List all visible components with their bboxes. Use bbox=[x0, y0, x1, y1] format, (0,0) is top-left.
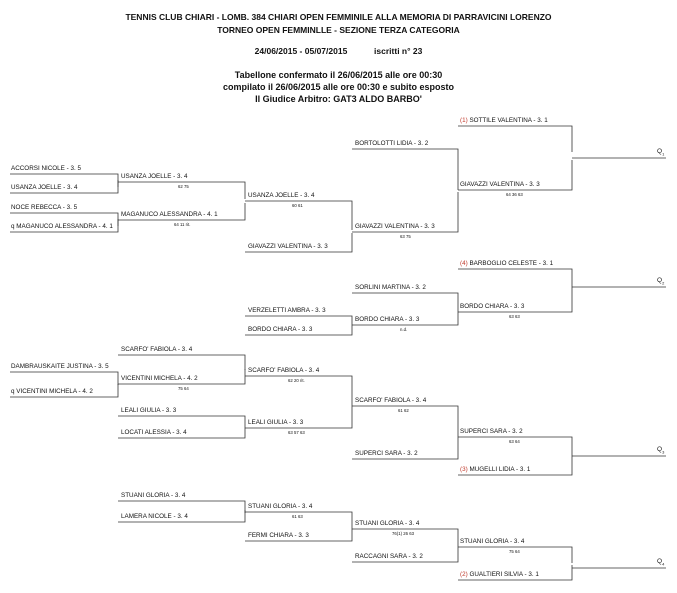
seed-badge: (1) bbox=[460, 117, 468, 124]
compilation-note: compilato il 26/06/2015 alle ore 00:30 e… bbox=[222, 82, 455, 92]
player-r4-2: GIAVAZZI VALENTINA - 3. 3 bbox=[460, 181, 540, 188]
score-r2-1: 60 61 bbox=[292, 203, 303, 208]
player-r1-6: LOCATI ALESSIA - 3. 4 bbox=[121, 429, 187, 436]
player-r2-3: VERZELETTI AMBRA - 3. 3 bbox=[248, 307, 326, 314]
entries-count: iscritti n° 23 bbox=[374, 46, 423, 56]
tournament-subtitle: TORNEO OPEN FEMMINLLE - SEZIONE TERZA CA… bbox=[217, 25, 460, 35]
player-r1-5: LEALI GIULIA - 3. 3 bbox=[121, 407, 177, 414]
player-name: SOTTILE VALENTINA - 3. 1 bbox=[469, 117, 548, 124]
player-name: GUALTIERI SILVIA - 3. 1 bbox=[469, 571, 539, 578]
player-r1-2: MAGANUCO ALESSANDRA - 4. 1 bbox=[121, 211, 218, 218]
player-r3-3: SORLINI MARTINA - 3. 2 bbox=[355, 284, 426, 291]
player-r1-1: USANZA JOELLE - 3. 4 bbox=[121, 173, 188, 180]
confirmation-note: Tabellone confermato il 26/06/2015 alle … bbox=[234, 70, 443, 80]
player-r0-6: q VICENTINI MICHELA - 4. 2 bbox=[11, 388, 93, 395]
qualifier-q1: Q1 bbox=[657, 148, 665, 157]
player-r1-7: STUANI GLORIA - 3. 4 bbox=[121, 492, 186, 499]
seed-badge: (3) bbox=[460, 466, 468, 473]
player-r2-6: LEALI GIULIA - 3. 3 bbox=[248, 419, 304, 426]
score-r3-2: 63 75 bbox=[400, 234, 411, 239]
score-r3-5: 61 62 bbox=[398, 408, 409, 413]
player-r4-4: BORDO CHIARA - 3. 3 bbox=[460, 303, 525, 310]
score-r2-7: 61 63 bbox=[292, 514, 303, 519]
player-r1-4: VICENTINI MICHELA - 4. 2 bbox=[121, 375, 198, 382]
player-r2-2: GIAVAZZI VALENTINA - 3. 3 bbox=[248, 243, 328, 250]
player-r2-1: USANZA JOELLE - 3. 4 bbox=[248, 192, 315, 199]
score-r3-4: n.d. bbox=[400, 327, 408, 332]
player-r0-4: q MAGANUCO ALESSANDRA - 4. 1 bbox=[11, 223, 113, 230]
score-r4-2: 64 36 63 bbox=[506, 192, 523, 197]
tournament-dates: 24/06/2015 - 05/07/2015 bbox=[254, 46, 348, 56]
qualifier-q3: Q3 bbox=[657, 446, 665, 455]
player-r3-7: STUANI GLORIA - 3. 4 bbox=[355, 520, 420, 527]
player-r4-1: (1) SOTTILE VALENTINA - 3. 1 bbox=[460, 117, 548, 125]
player-r0-3: NOCE REBECCA - 3. 5 bbox=[11, 204, 78, 211]
player-r2-4: BORDO CHIARA - 3. 3 bbox=[248, 326, 313, 333]
player-r2-5: SCARFO' FABIOLA - 3. 4 bbox=[248, 367, 320, 374]
player-r0-5: DAMBRAUSKAITE JUSTINA - 3. 5 bbox=[11, 363, 109, 370]
player-r1-8: LAMERA NICOLE - 3. 4 bbox=[121, 513, 188, 520]
player-r4-7: STUANI GLORIA - 3. 4 bbox=[460, 538, 525, 545]
qualifier-q2: Q2 bbox=[657, 277, 665, 286]
player-r3-1: BORTOLOTTI LIDIA - 3. 2 bbox=[355, 140, 429, 147]
score-r4-4: 63 63 bbox=[509, 314, 520, 319]
score-r4-7: 75 64 bbox=[509, 549, 520, 554]
player-name: BARBOGLIO CELESTE - 3. 1 bbox=[469, 260, 554, 267]
score-r1-4: 75 64 bbox=[178, 386, 189, 391]
dates-line: 24/06/2015 - 05/07/2015 iscritti n° 23 bbox=[0, 46, 677, 56]
player-r3-4: BORDO CHIARA - 3. 3 bbox=[355, 316, 420, 323]
player-r0-2: USANZA JOELLE - 3. 4 bbox=[11, 184, 78, 191]
player-r4-8: (2) GUALTIERI SILVIA - 3. 1 bbox=[460, 571, 539, 579]
score-r1-2: 64 11 rit. bbox=[174, 222, 191, 227]
player-r2-7: STUANI GLORIA - 3. 4 bbox=[248, 503, 313, 510]
player-r0-1: ACCORSI NICOLE - 3. 5 bbox=[11, 165, 81, 172]
seed-badge: (2) bbox=[460, 571, 468, 578]
player-name: MUGELLI LIDIA - 3. 1 bbox=[469, 466, 531, 473]
score-r2-6: 63 57 63 bbox=[288, 430, 305, 435]
player-r4-5: SUPERCI SARA - 3. 2 bbox=[460, 428, 523, 435]
score-r2-5: 62 20 rit. bbox=[288, 378, 305, 383]
player-r4-6: (3) MUGELLI LIDIA - 3. 1 bbox=[460, 466, 530, 474]
score-r3-7: 76(1) 26 63 bbox=[392, 531, 414, 536]
tournament-title: TENNIS CLUB CHIARI - LOMB. 384 CHIARI OP… bbox=[125, 12, 552, 22]
seed-badge: (4) bbox=[460, 260, 468, 267]
player-r3-8: RACCAGNI SARA - 3. 2 bbox=[355, 553, 423, 560]
player-r3-5: SCARFO' FABIOLA - 3. 4 bbox=[355, 397, 427, 404]
score-r1-1: 62 75 bbox=[178, 184, 189, 189]
player-r4-3: (4) BARBOGLIO CELESTE - 3. 1 bbox=[460, 260, 553, 268]
player-r1-3: SCARFO' FABIOLA - 3. 4 bbox=[121, 346, 193, 353]
player-r3-2: GIAVAZZI VALENTINA - 3. 3 bbox=[355, 223, 435, 230]
player-r3-6: SUPERCI SARA - 3. 2 bbox=[355, 450, 418, 457]
referee-note: Il Giudice Arbitro: GAT3 ALDO BARBO' bbox=[255, 94, 422, 104]
qualifier-q4: Q4 bbox=[657, 558, 665, 567]
score-r4-5: 63 64 bbox=[509, 439, 520, 444]
player-r2-8: FERMI CHIARA - 3. 3 bbox=[248, 532, 309, 539]
